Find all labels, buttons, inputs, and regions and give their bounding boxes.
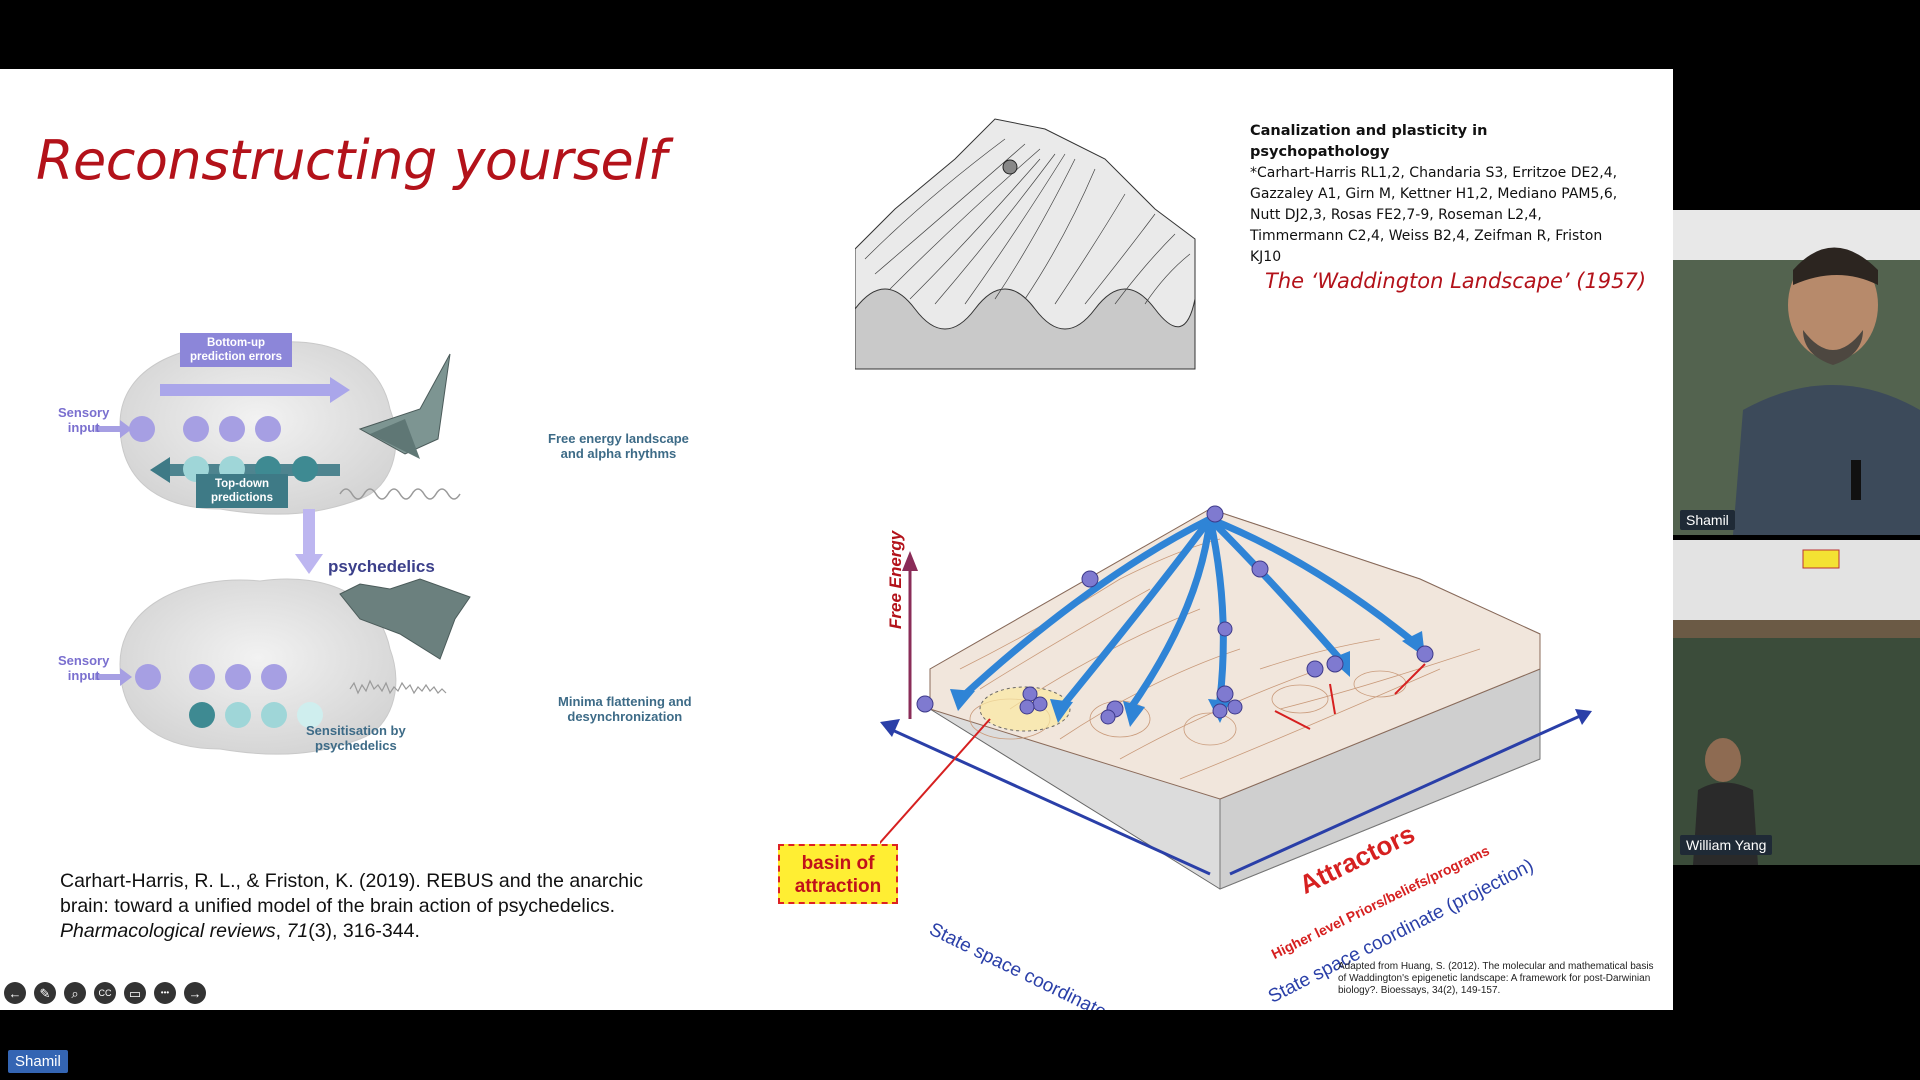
slide-title: Reconstructing yourself <box>36 129 667 192</box>
free-energy-label: Free energy landscape and alpha rhythms <box>548 431 689 461</box>
captions-icon[interactable]: CC <box>94 982 116 1004</box>
adapted-from-note: Adapted from Huang, S. (2012). The molec… <box>1338 961 1654 996</box>
citation-text: Carhart-Harris, R. L., & Friston, K. (20… <box>60 870 644 917</box>
citation-journal: Pharmacological reviews <box>60 920 276 942</box>
citation-volume: 71 <box>286 920 309 942</box>
video-off-icon[interactable]: ▭ <box>124 982 146 1004</box>
paper-authors: *Carhart-Harris RL1,2, Chandaria S3, Err… <box>1250 165 1618 265</box>
back-arrow-icon[interactable]: ← <box>4 982 26 1004</box>
basin-of-attraction-box: basin of attraction <box>778 844 898 904</box>
state-space-label-left: State space coordinate (projection) <box>925 919 1200 1010</box>
basin-label: basin of attraction <box>794 853 882 897</box>
self-view-label: Shamil <box>8 1050 68 1073</box>
brain-bottom <box>119 578 397 755</box>
bottom-up-label: Bottom-up prediction errors <box>180 333 292 367</box>
top-down-label: Top-down predictions <box>196 474 288 508</box>
desync-wave <box>349 679 447 695</box>
video-tile-speaker[interactable]: Shamil <box>1673 210 1920 535</box>
other-video-frame <box>1673 540 1920 865</box>
citation: Carhart-Harris, R. L., & Friston, K. (20… <box>60 869 660 944</box>
sensitisation-label: Sensitisation by psychedelics <box>306 723 406 753</box>
forward-arrow-icon[interactable]: → <box>184 982 206 1004</box>
paper-reference: Canalization and plasticity in psychopat… <box>1250 121 1630 268</box>
flattened-landscape <box>339 578 471 660</box>
presenter-toolbar: ← ✎ ⌕ CC ▭ ••• → <box>4 982 206 1004</box>
shared-slide: Reconstructing yourself <box>0 69 1673 1010</box>
citation-sep: , <box>275 920 287 942</box>
speaker-video-frame <box>1673 210 1920 535</box>
waddington-engraving <box>855 118 1196 370</box>
more-icon[interactable]: ••• <box>154 982 176 1004</box>
video-tile-other[interactable]: William Yang <box>1673 540 1920 865</box>
zoom-icon[interactable]: ⌕ <box>64 982 86 1004</box>
minima-label: Minima flattening and desynchronization <box>558 694 692 724</box>
sensory-input-label-2: Sensory input <box>58 653 110 683</box>
top-black-bar <box>0 0 1920 69</box>
epigenetic-landscape <box>880 505 1592 890</box>
free-energy-axis-label: Free Energy <box>886 530 905 629</box>
bottom-up-arrow <box>160 384 330 396</box>
alpha-wave <box>339 488 461 500</box>
speaker-name-tag: Shamil <box>1680 510 1735 530</box>
waddington-caption: The ‘Waddington Landscape’ (1957) <box>1265 269 1647 293</box>
other-name-tag: William Yang <box>1680 835 1773 855</box>
nodes-bottom <box>135 664 323 728</box>
brain-figure <box>95 341 471 755</box>
sensory-input-label-1: Sensory input <box>58 405 110 435</box>
citation-pages: (3), 316-344. <box>308 920 420 942</box>
pen-icon[interactable]: ✎ <box>34 982 56 1004</box>
psychedelics-label: psychedelics <box>328 557 435 576</box>
paper-title: Canalization and plasticity in psychopat… <box>1250 123 1488 160</box>
